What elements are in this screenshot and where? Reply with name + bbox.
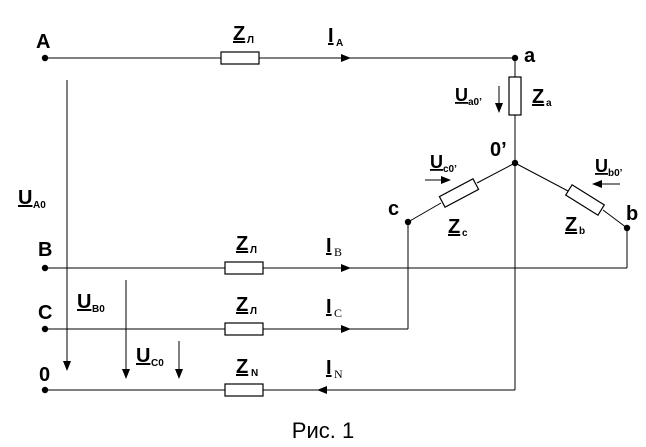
- load-impedance-c: [438, 177, 480, 209]
- svg-text:C: C: [334, 306, 342, 320]
- svg-text:N: N: [251, 368, 258, 379]
- wire-0prime-to-zc: [476, 162, 516, 184]
- node-0prime: [511, 159, 519, 167]
- label-node-b: b: [626, 203, 638, 225]
- node-c-source: [41, 325, 49, 333]
- svg-text:A0: A0: [33, 200, 46, 211]
- wire-zb-to-b: [602, 209, 628, 229]
- line-impedance-c: [224, 322, 264, 336]
- svg-text:N: N: [334, 367, 343, 381]
- svg-text:c0’: c0’: [443, 164, 457, 175]
- label-voltage-c0prime: U c0’: [430, 152, 457, 175]
- label-z-line-c: Z Л: [236, 294, 257, 317]
- wire-zc-to-c: [407, 202, 442, 223]
- label-voltage-c0: U C0: [136, 345, 164, 369]
- svg-text:a: a: [546, 98, 552, 109]
- svg-text:Z: Z: [236, 233, 248, 255]
- label-z-line-a: Z Л: [233, 23, 254, 46]
- label-node-B: B: [38, 239, 52, 261]
- svg-text:Л: Л: [247, 35, 254, 46]
- svg-text:U: U: [18, 187, 32, 209]
- svg-text:Z: Z: [236, 294, 248, 316]
- svg-text:c: c: [462, 228, 468, 239]
- label-node-a: a: [524, 45, 536, 67]
- label-current-c: I C: [326, 296, 342, 320]
- load-impedance-a: [508, 76, 522, 116]
- wire-0prime-to-zb: [514, 162, 569, 192]
- node-a-source: [41, 54, 49, 62]
- load-impedance-b: [564, 184, 606, 216]
- label-current-b: I B: [326, 235, 342, 259]
- svg-text:I: I: [326, 357, 332, 379]
- label-z-neutral: Z N: [236, 356, 258, 379]
- label-node-C: C: [38, 302, 52, 324]
- label-z-line-b: Z Л: [236, 233, 257, 256]
- svg-text:I: I: [328, 25, 334, 47]
- svg-text:C0: C0: [151, 358, 164, 369]
- svg-text:B0: B0: [92, 304, 105, 315]
- label-current-a: I A: [328, 25, 343, 49]
- svg-text:Л: Л: [250, 306, 257, 317]
- svg-text:Z: Z: [236, 356, 248, 378]
- neutral-impedance: [224, 383, 264, 397]
- label-node-c: c: [388, 198, 399, 220]
- line-impedance-a: [220, 51, 260, 65]
- svg-text:A: A: [336, 38, 343, 49]
- svg-text:b: b: [579, 226, 585, 237]
- label-voltage-a0: U A0: [18, 187, 46, 211]
- node-0-source: [41, 386, 49, 394]
- node-b-source: [41, 264, 49, 272]
- label-voltage-a0prime: U a0’: [455, 85, 482, 108]
- svg-text:b0’: b0’: [608, 168, 623, 179]
- svg-text:U: U: [455, 85, 468, 105]
- svg-text:Z: Z: [565, 214, 577, 236]
- label-current-n: I N: [326, 357, 343, 381]
- svg-text:U: U: [136, 345, 150, 367]
- label-node-0: 0: [39, 364, 50, 386]
- line-impedance-b: [224, 261, 264, 275]
- svg-text:a0’: a0’: [468, 97, 482, 108]
- svg-text:U: U: [77, 291, 91, 313]
- svg-text:Z: Z: [448, 216, 460, 238]
- label-voltage-b0prime: U b0’: [595, 156, 623, 179]
- svg-text:I: I: [326, 296, 332, 318]
- label-voltage-b0: U B0: [77, 291, 105, 315]
- figure-caption: Рис. 1: [292, 418, 354, 443]
- label-node-A: A: [36, 31, 50, 53]
- svg-text:Z: Z: [233, 23, 245, 45]
- svg-text:I: I: [326, 235, 332, 257]
- svg-text:B: B: [334, 245, 342, 259]
- svg-text:U: U: [595, 156, 608, 176]
- label-z-load-c: Z c: [448, 216, 468, 239]
- node-c-load: [404, 218, 412, 226]
- node-b-load: [623, 224, 631, 232]
- svg-text:Z: Z: [532, 86, 544, 108]
- label-node-0prime: 0’: [490, 139, 507, 161]
- label-z-load-b: Z b: [565, 214, 585, 237]
- svg-text:Л: Л: [250, 245, 257, 256]
- svg-text:U: U: [430, 152, 443, 172]
- label-z-load-a: Z a: [532, 86, 552, 109]
- node-a-load: [511, 54, 519, 62]
